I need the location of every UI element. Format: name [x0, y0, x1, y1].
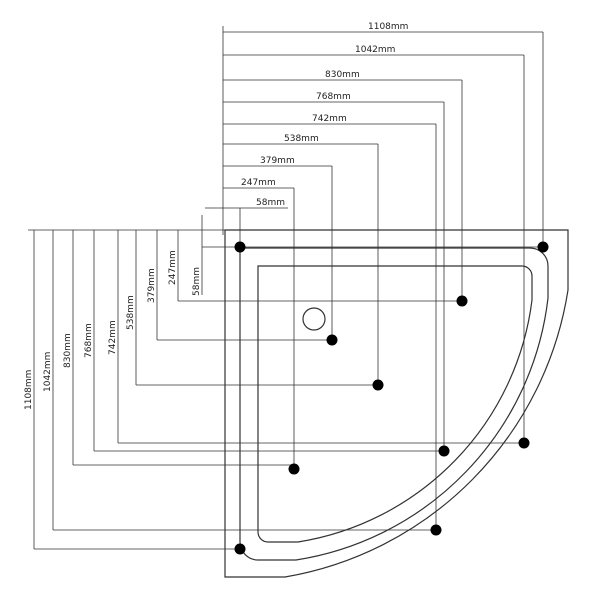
horizontal-labels: 1108mm 1042mm 830mm 768mm 742mm 538mm 37…: [241, 22, 408, 208]
tray-outline: [224, 229, 569, 578]
support-point-marker: [234, 241, 246, 253]
support-point-marker: [438, 445, 450, 457]
horizontal-leaders: [222, 26, 544, 530]
drain-hole: [302, 307, 326, 331]
h-label-379: 379mm: [260, 156, 295, 166]
h-label-768: 768mm: [316, 92, 351, 102]
support-point-marker: [372, 379, 384, 391]
v-label-830: 830mm: [63, 333, 73, 368]
support-point-marker: [537, 241, 549, 253]
vertical-leaders: [34, 246, 543, 550]
tray-rim-outer: [239, 247, 549, 561]
h-label-538: 538mm: [284, 134, 319, 144]
v-label-1108: 1108mm: [24, 370, 34, 410]
h-label-247: 247mm: [241, 178, 276, 188]
v-label-247: 247mm: [168, 250, 178, 285]
horizontal-dimension-lines: [205, 31, 543, 209]
support-point-marker: [326, 334, 338, 346]
support-point-marker: [456, 295, 468, 307]
vertical-labels: 1108mm 1042mm 830mm 768mm 742mm 538mm 37…: [24, 250, 202, 410]
h-label-830: 830mm: [325, 70, 360, 80]
tray-rim-inner: [257, 265, 533, 543]
v-label-379: 379mm: [147, 268, 157, 303]
support-points: [234, 241, 549, 555]
h-label-1108: 1108mm: [368, 22, 408, 32]
support-point-marker: [430, 524, 442, 536]
v-label-538: 538mm: [126, 295, 136, 330]
h-label-1042: 1042mm: [355, 45, 395, 55]
support-point-marker: [518, 437, 530, 449]
h-label-58: 58mm: [256, 198, 285, 208]
vertical-dimension-lines: [28, 215, 230, 549]
tray-outer-boundary: [224, 229, 569, 578]
support-point-marker: [234, 543, 246, 555]
v-label-768: 768mm: [84, 323, 94, 358]
h-label-742: 742mm: [312, 114, 347, 124]
v-label-742: 742mm: [108, 320, 118, 355]
support-point-marker: [288, 463, 300, 475]
v-label-1042: 1042mm: [43, 352, 53, 392]
v-label-58: 58mm: [192, 267, 202, 296]
